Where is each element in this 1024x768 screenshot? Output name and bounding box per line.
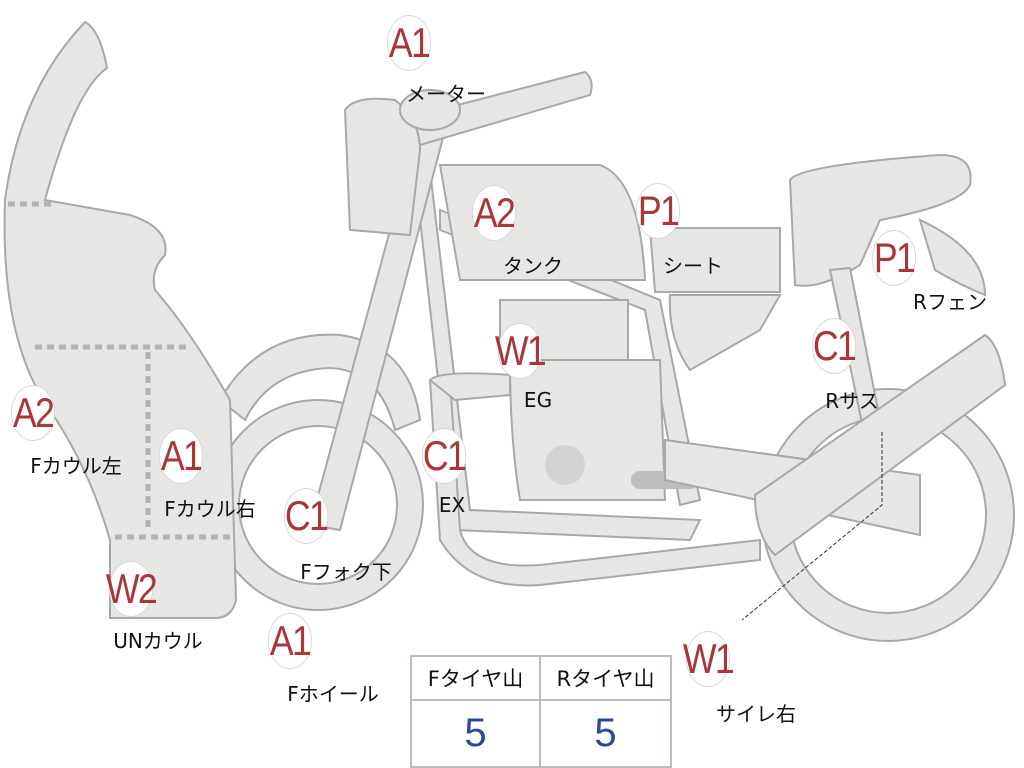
- marker-front-fork-lower[interactable]: C1: [283, 488, 329, 544]
- label-front-cowl-right: Fカウル右: [164, 497, 256, 521]
- seat-front: [648, 227, 781, 293]
- marker-front-cowl-right[interactable]: A1: [158, 428, 204, 484]
- label-tank: タンク: [503, 254, 563, 278]
- marker-under-cowl[interactable]: W2: [106, 561, 158, 617]
- marker-front-wheel[interactable]: A1: [267, 613, 313, 669]
- headlight: [343, 97, 422, 237]
- label-rear-fender: Rフェン: [913, 290, 987, 314]
- muffler: [753, 333, 1007, 557]
- front-tire-value: 5: [412, 701, 541, 766]
- label-front-cowl-left: Fカウル左: [30, 454, 122, 478]
- front-tire-header: Fタイヤ山: [412, 657, 541, 701]
- marker-front-cowl-left[interactable]: A2: [10, 385, 56, 441]
- label-exhaust: EX: [438, 493, 466, 517]
- rear-tire-header: Rタイヤ山: [541, 657, 670, 701]
- marker-meter[interactable]: A1: [386, 15, 432, 71]
- rear-fender: [918, 218, 987, 297]
- label-under-cowl: UNカウル: [113, 629, 203, 653]
- label-front-fork-lower: Fフォク下: [300, 560, 392, 584]
- marker-tank[interactable]: A2: [471, 185, 517, 241]
- label-seat: シート: [663, 254, 723, 278]
- marker-seat[interactable]: P1: [635, 183, 681, 239]
- front-cowl: [3, 20, 238, 619]
- marker-silencer-right[interactable]: W1: [683, 631, 735, 687]
- label-silencer-right: サイレ右: [716, 702, 796, 726]
- tire-tread-table: Fタイヤ山 Rタイヤ山 5 5: [410, 655, 672, 768]
- marker-exhaust[interactable]: C1: [421, 428, 467, 484]
- label-front-wheel: Fホイール: [287, 682, 379, 706]
- label-engine: EG: [523, 388, 553, 412]
- rear-tire-value: 5: [594, 711, 617, 755]
- marker-engine[interactable]: W1: [495, 323, 547, 379]
- marker-rear-fender[interactable]: P1: [871, 230, 917, 286]
- label-rear-suspension: Rサス: [825, 389, 879, 413]
- label-meter: メーター: [406, 82, 486, 106]
- marker-rear-suspension[interactable]: C1: [811, 318, 857, 374]
